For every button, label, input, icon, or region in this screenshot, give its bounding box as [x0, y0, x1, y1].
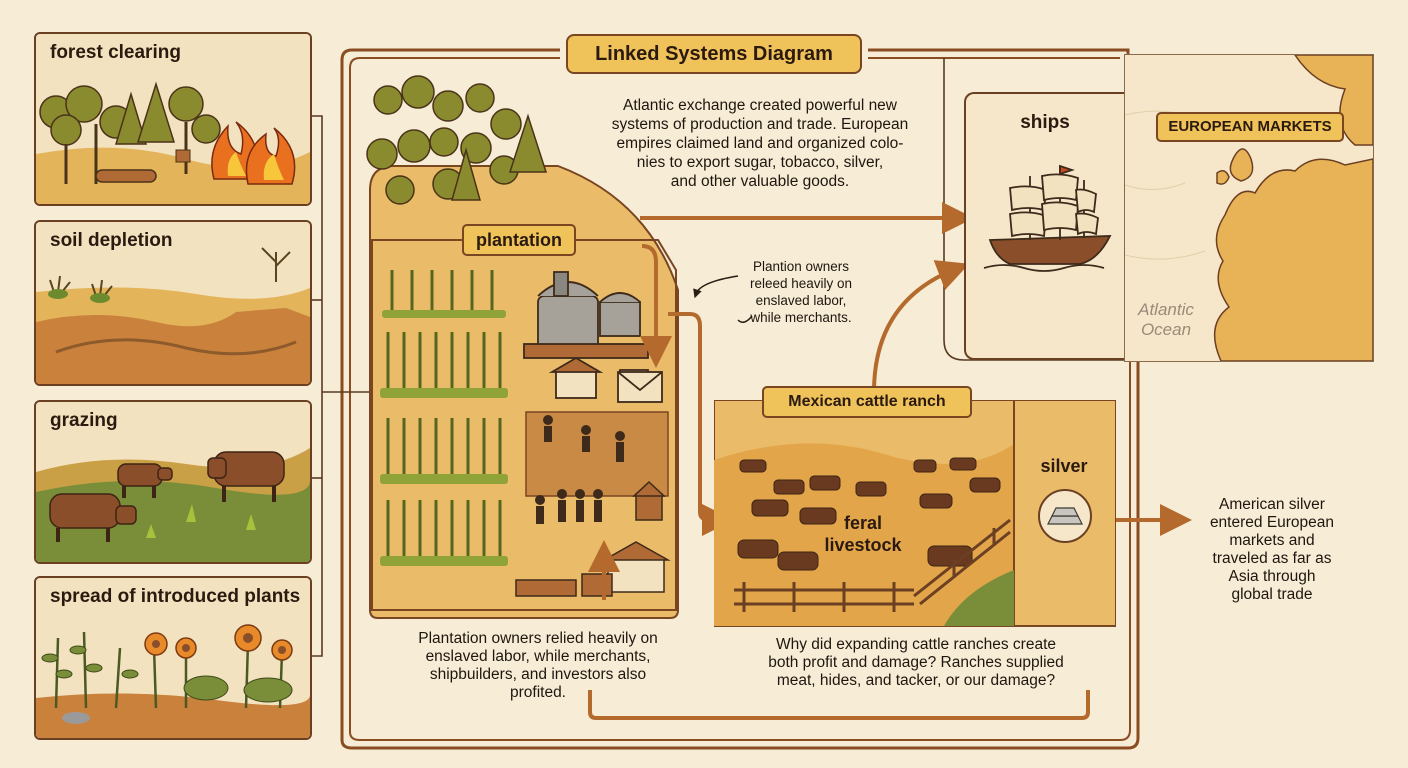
ranch-caption-line-1: Why did expanding cattle ranches create — [775, 636, 1057, 653]
diagram-title-text: Linked Systems Diagram — [595, 43, 833, 65]
ranch-label-text: Mexican cattle ranch — [788, 393, 946, 410]
european-markets-text: EUROPEAN MARKETS — [1168, 118, 1332, 135]
intro-line-3: empires claimed land and organized colo- — [616, 135, 904, 152]
silver-caption-line-1: American silver — [1219, 496, 1325, 513]
introduced-plants-illustration — [36, 578, 310, 738]
soil-depletion-illustration — [36, 222, 310, 384]
ranch-label: Mexican cattle ranch — [762, 386, 972, 418]
diagram-title: Linked Systems Diagram — [566, 34, 862, 74]
plantation-caption: Plantation owners relied heavily on ensl… — [388, 630, 688, 702]
silver-caption-line-3: markets and — [1229, 532, 1315, 549]
note-line-4: while merchants. — [750, 310, 852, 325]
panel-soil-depletion-label: soil depletion — [50, 230, 173, 251]
panel-soil-depletion: soil depletion — [34, 220, 312, 386]
intro-paragraph: Atlantic exchange created powerful new s… — [580, 96, 940, 191]
panel-grazing-label: grazing — [50, 410, 118, 431]
plantation-caption-line-2: enslaved labor, while merchants, — [425, 648, 651, 665]
plantation-caption-line-1: Plantation owners relied heavily on — [418, 630, 658, 647]
panel-spread-of-introduced-plants: spread of introduced plants — [34, 576, 312, 740]
ocean-line-2: Ocean — [1140, 320, 1192, 339]
silver-caption-line-5: Asia through — [1228, 568, 1316, 585]
note-line-1: Plantion owners — [752, 259, 850, 274]
panel-grazing: grazing — [34, 400, 312, 564]
panel-forest-clearing-label: forest clearing — [50, 42, 181, 63]
ranch-caption-line-3: meat, hides, and tacker, or our damage? — [776, 672, 1056, 689]
intro-line-1: Atlantic exchange created powerful new — [623, 97, 897, 114]
plantation-label-text: plantation — [476, 230, 562, 250]
grazing-illustration — [36, 402, 310, 562]
feral-line-1: feral — [843, 513, 883, 533]
ranch-caption: Why did expanding cattle ranches create … — [748, 636, 1084, 690]
intro-line-5: and other valuable goods. — [670, 173, 850, 190]
labor-note: Plantion owners releed heavily on enslav… — [730, 258, 872, 326]
ocean-line-1: Atlantic — [1138, 300, 1194, 319]
ship-icon — [983, 164, 1112, 272]
atlantic-ocean-label: Atlantic Ocean — [1134, 300, 1198, 340]
intro-line-2: systems of production and trade. Europea… — [611, 116, 909, 133]
europe-map — [1124, 54, 1374, 362]
silver-caption-line-6: global trade — [1231, 586, 1313, 603]
forest-clearing-illustration — [36, 34, 310, 204]
ranch-region — [714, 400, 1116, 627]
plantation-caption-line-3: shipbuilders, and investors also — [429, 666, 647, 683]
silver-label: silver — [1040, 456, 1088, 476]
envelope-icon — [617, 371, 663, 403]
europe-map-drawing — [1125, 55, 1373, 361]
panel-forest-clearing: forest clearing — [34, 32, 312, 206]
ranch-caption-line-2: both profit and damage? Ranches supplied — [768, 654, 1064, 671]
plantation-label: plantation — [462, 224, 576, 256]
feral-line-2: livestock — [824, 535, 902, 555]
european-markets-label: EUROPEAN MARKETS — [1156, 112, 1344, 142]
silver-caption-line-2: entered European — [1209, 514, 1335, 531]
ships-label: ships — [1020, 112, 1070, 133]
feral-livestock-label: feral livestock — [820, 512, 906, 556]
plantation-caption-line-4: profited. — [509, 684, 566, 701]
note-line-2: releed heavily on — [749, 276, 853, 291]
intro-line-4: nies to export sugar, tobacco, silver, — [636, 154, 884, 171]
silver-caption: American silver entered European markets… — [1192, 496, 1352, 604]
note-line-3: enslaved labor, — [755, 293, 847, 308]
panel-introduced-plants-label: spread of introduced plants — [50, 586, 301, 607]
silver-caption-line-4: traveled as far as — [1212, 550, 1332, 567]
